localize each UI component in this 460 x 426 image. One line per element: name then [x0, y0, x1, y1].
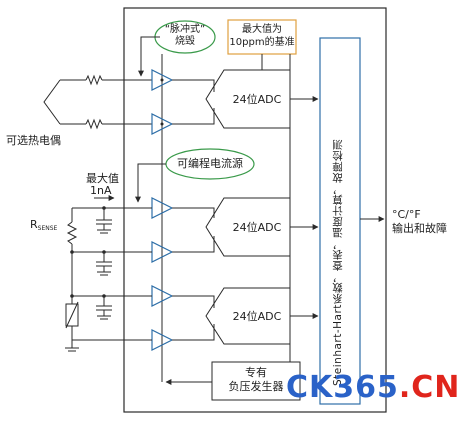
chip-outline — [123, 7, 387, 413]
thermocouple-label: 可选热电偶 — [6, 134, 61, 147]
ground-symbols — [65, 208, 112, 352]
processing-label: Steinhart-Hart系数，查表，温度计算，故障检测 — [332, 139, 344, 386]
pulse-burn-label: “脉冲式” 烧毁 — [164, 24, 206, 47]
adc-label-1: 24位ADC — [232, 93, 282, 106]
adc-blocks — [205, 69, 291, 345]
reference-label: 最大值为 10ppm的基准 — [229, 24, 295, 48]
neg-voltage-box — [211, 361, 301, 401]
rsense-label: RSENSE — [30, 218, 58, 232]
neg-voltage-label: 专有 负压发生器 — [228, 366, 284, 393]
adc-label-2: 24位ADC — [232, 221, 282, 234]
current-source-label: 可编程电流源 — [177, 157, 243, 170]
max-value-label: 最大值 — [86, 172, 119, 185]
watermark: CK365.CN — [286, 370, 460, 405]
output-label: °C/°F 输出和故障 — [392, 208, 447, 235]
current-1na-label: 1nA — [90, 184, 112, 197]
adc-label-3: 24位ADC — [232, 310, 282, 323]
processing-block — [319, 37, 361, 405]
